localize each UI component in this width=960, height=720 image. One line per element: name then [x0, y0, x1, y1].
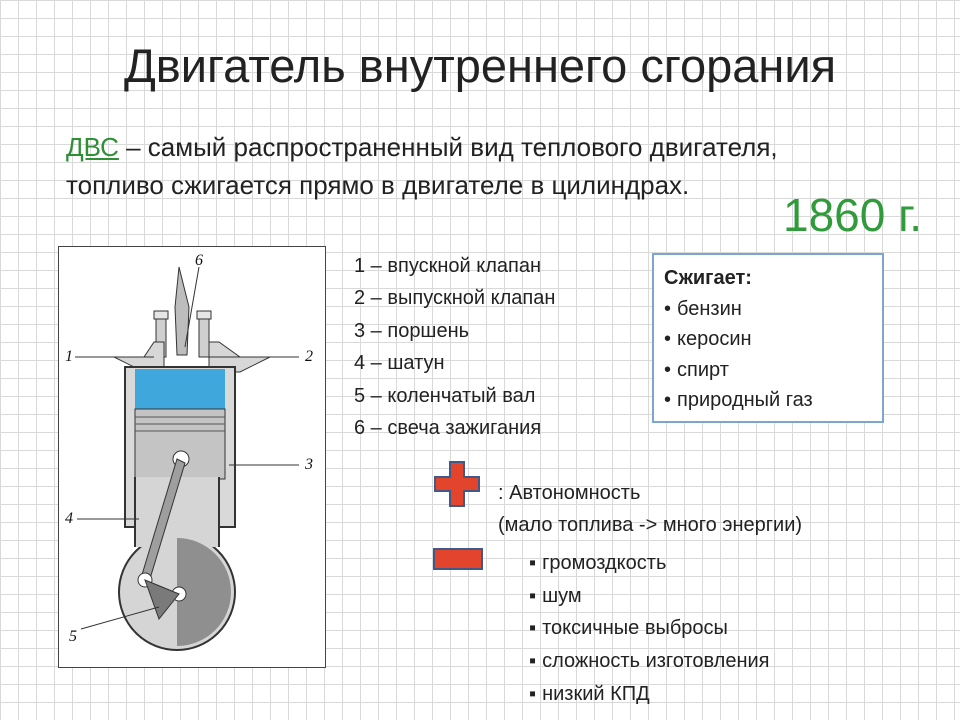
- part-item: 5 – коленчатый вал: [354, 384, 536, 407]
- intro-line1: – самый распространенный вид теплового д…: [118, 132, 778, 162]
- label-1: 1: [65, 348, 73, 365]
- spark-plug: [174, 266, 190, 356]
- disadvantage-item: ▪низкий КПД: [529, 682, 650, 705]
- fuel-item: •бензин: [664, 297, 742, 320]
- label-3: 3: [304, 456, 313, 473]
- bullet-icon: ▪: [529, 682, 537, 705]
- fuel-box-heading: Сжигает:: [664, 267, 752, 289]
- bullet-icon: ▪: [529, 617, 537, 640]
- minus-icon: [433, 548, 483, 570]
- part-item: 6 – свеча зажигания: [354, 417, 542, 440]
- part-item: 1 – впускной клапан: [354, 255, 542, 277]
- bullet-icon: ▪: [529, 650, 537, 673]
- part-item: 2 – выпускной клапан: [354, 287, 556, 310]
- page-title: Двигатель внутреннего сгорания: [123, 39, 837, 92]
- year-label: 1860 г.: [783, 189, 923, 241]
- disadvantage-item: ▪громоздкость: [529, 552, 667, 574]
- fuel-item: •природный газ: [664, 389, 813, 411]
- part-item: 3 – поршень: [354, 319, 470, 342]
- bullet-icon: •: [664, 389, 672, 411]
- advantages: : Автономность (мало топлива -> много эн…: [498, 477, 802, 541]
- part-item: 4 – шатун: [354, 352, 445, 375]
- disadvantage-item: ▪шум: [529, 584, 582, 607]
- intro-line2: топливо сжигается прямо в двигателе в ци…: [66, 170, 690, 200]
- disadvantages-list: ▪громоздкость ▪шум ▪токсичные выбросы ▪с…: [529, 547, 770, 711]
- advantage-line: : Автономность: [498, 482, 641, 504]
- bullet-icon: •: [664, 358, 672, 381]
- bullet-icon: •: [664, 328, 672, 350]
- combustion-chamber: [135, 369, 225, 409]
- disadvantage-item: ▪токсичные выбросы: [529, 617, 728, 640]
- engine-diagram-svg: 1 2 3 4 5 6: [65, 252, 313, 651]
- label-5: 5: [69, 628, 77, 645]
- parts-list: 1 – впускной клапан 2 – выпускной клапан…: [354, 250, 555, 444]
- engine-diagram: 1 2 3 4 5 6: [58, 246, 326, 668]
- exhaust-valve: [198, 316, 210, 358]
- intro-text: ДВС – самый распространенный вид теплово…: [66, 128, 906, 204]
- term-link[interactable]: ДВС: [66, 132, 119, 162]
- fuel-item: •спирт: [664, 358, 729, 381]
- advantage-line: (мало топлива -> много энергии): [498, 514, 803, 536]
- label-4: 4: [65, 510, 73, 527]
- bullet-icon: •: [664, 297, 672, 320]
- label-6: 6: [195, 252, 203, 269]
- fuel-box: Сжигает: •бензин •керосин •спирт •природ…: [652, 253, 884, 423]
- label-2: 2: [305, 348, 313, 365]
- fuel-item: •керосин: [664, 328, 752, 350]
- disadvantage-item: ▪сложность изготовления: [529, 650, 770, 673]
- bullet-icon: ▪: [529, 552, 537, 574]
- bullet-icon: ▪: [529, 584, 537, 607]
- plus-icon: [434, 461, 480, 507]
